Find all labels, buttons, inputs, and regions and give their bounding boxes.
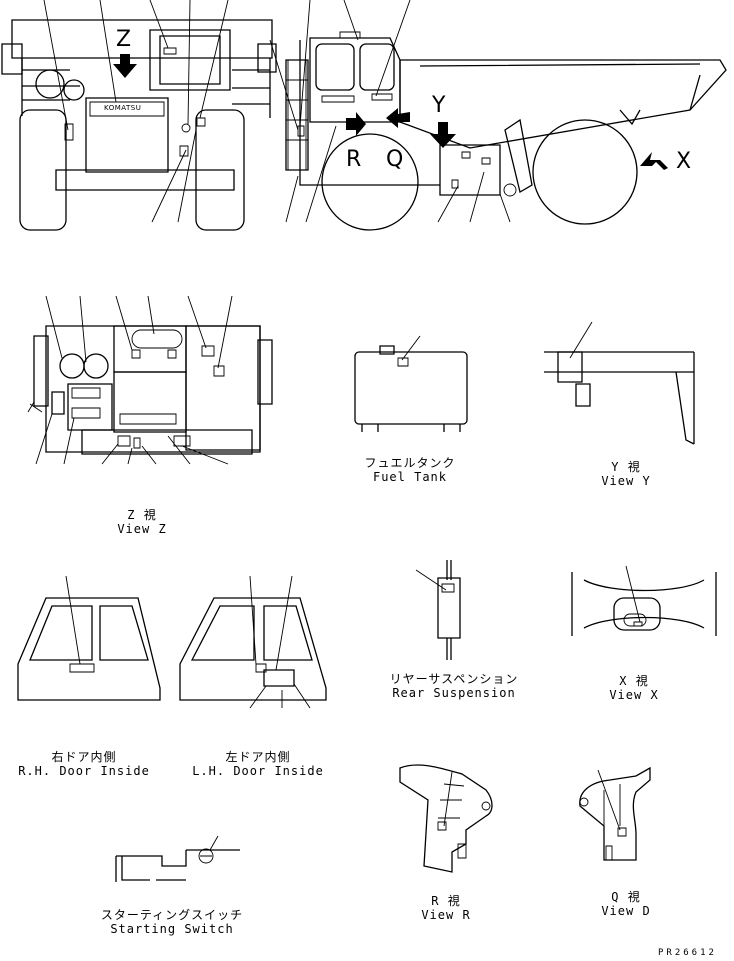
rear-suspension-caption-en: Rear Suspension (392, 686, 516, 700)
view-marker-y: Y (432, 93, 446, 118)
view-marker-z: Z (116, 27, 132, 52)
arrow-right-icon (346, 112, 366, 136)
truck-front-view (2, 0, 276, 230)
view-x-caption-en: View X (609, 688, 659, 702)
view-r-caption-en: View R (421, 908, 471, 922)
view-y-caption: Y 視 View Y (601, 460, 650, 488)
view-marker-q: Q (386, 147, 404, 172)
drawing-code: PR26612 (658, 948, 717, 958)
view-marker-x: X (676, 149, 692, 174)
brand-label: KOMATSU (104, 104, 142, 112)
fuel-tank-caption: フュエルタンク Fuel Tank (364, 456, 455, 484)
view-x-caption: X 視 View X (609, 674, 658, 702)
view-y-drawing (544, 322, 694, 444)
view-r-caption-jp: R 視 (431, 894, 461, 908)
rear-suspension-caption: リヤーサスペンション Rear Suspension (390, 672, 519, 700)
starting-switch-caption-en: Starting Switch (110, 922, 234, 936)
view-q-drawing (580, 768, 650, 860)
starting-switch-caption: スターティングスイッチ Starting Switch (101, 908, 243, 936)
view-y-caption-jp: Y 視 (611, 460, 641, 474)
rh-door-drawing (18, 576, 160, 700)
starting-switch-drawing (116, 836, 240, 882)
fuel-tank-drawing (355, 336, 467, 432)
view-x-drawing (572, 566, 716, 636)
view-q-caption-jp: Q 視 (611, 890, 641, 904)
starting-switch-caption-jp: スターティングスイッチ (100, 908, 244, 922)
rear-suspension-drawing (416, 560, 460, 660)
view-y-caption-en: View Y (601, 474, 651, 488)
rh-door-caption-jp: 右ドア内側 (51, 750, 117, 764)
fuel-tank-caption-jp: フュエルタンク (364, 456, 456, 470)
arrow-upleft-icon (640, 152, 668, 170)
truck-side-view (270, 0, 726, 230)
view-q-caption-en: View D (601, 904, 651, 918)
lh-door-caption-jp: 左ドア内側 (225, 750, 291, 764)
view-z-caption-en: View Z (117, 522, 167, 536)
view-z-drawing (28, 296, 272, 464)
view-marker-r: R (346, 147, 362, 172)
arrow-left-icon (386, 108, 410, 128)
view-x-caption-jp: X 視 (619, 674, 649, 688)
rh-door-caption-en: R.H. Door Inside (18, 764, 150, 778)
lh-door-caption-en: L.H. Door Inside (192, 764, 324, 778)
view-q-caption: Q 視 View D (601, 890, 650, 918)
rh-door-caption: 右ドア内側 R.H. Door Inside (18, 750, 150, 778)
rear-suspension-caption-jp: リヤーサスペンション (389, 672, 519, 686)
view-r-caption: R 視 View R (421, 894, 470, 922)
lh-door-drawing (180, 576, 326, 708)
view-z-caption-jp: Z 視 (127, 508, 157, 522)
view-r-drawing (400, 765, 492, 872)
lh-door-caption: 左ドア内側 L.H. Door Inside (192, 750, 324, 778)
view-z-caption: Z 視 View Z (117, 508, 166, 536)
fuel-tank-caption-en: Fuel Tank (372, 470, 448, 484)
arrow-down-icon (430, 122, 456, 148)
arrow-down-icon (113, 54, 137, 78)
